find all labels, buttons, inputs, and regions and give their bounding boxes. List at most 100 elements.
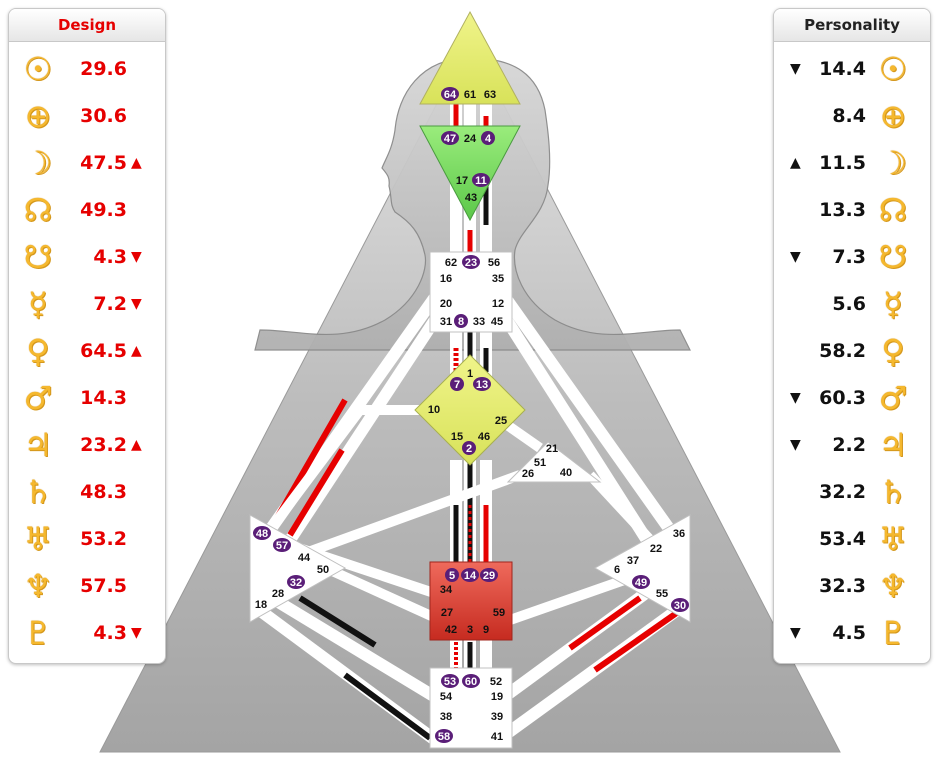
venus-icon: ♀	[881, 332, 905, 370]
gate-42-label: 42	[445, 624, 457, 636]
gate-46-label: 46	[478, 431, 490, 443]
gate-3-label: 3	[467, 624, 473, 636]
personality-row-jupiter: ♃ 2.2 ▼	[774, 425, 930, 465]
design-value: 30.6	[80, 105, 127, 127]
gate-31-label: 31	[440, 316, 452, 328]
gate-51-label: 51	[534, 457, 546, 469]
jupiter-icon: ♃	[23, 426, 53, 464]
personality-row-mars: ♂60.3▼	[774, 378, 930, 418]
personality-value: 4.5	[832, 622, 866, 644]
north-node-icon: ☊	[878, 191, 908, 229]
personality-value: 11.5	[819, 152, 866, 174]
gate-13-label: 13	[476, 379, 488, 391]
south-node-icon: ☋	[23, 238, 53, 276]
gate-19-label: 19	[491, 691, 503, 703]
personality-value: 14.4	[819, 58, 866, 80]
gate-33-label: 33	[473, 316, 485, 328]
gate-37-label: 37	[627, 555, 639, 567]
gate-18-label: 18	[255, 599, 267, 611]
gate-47-label: 47	[444, 133, 456, 145]
triangle-down-icon: ▼	[790, 625, 801, 641]
neptune-icon: ♆	[23, 567, 53, 605]
personality-panel: Personality ☉14.4▼⊕8.4☽11.5▲☊13.3☋7.3▼☿5…	[773, 8, 931, 664]
gate-53-label: 53	[444, 676, 456, 688]
design-value: 23.2	[80, 434, 127, 456]
personality-value: 60.3	[819, 387, 866, 409]
spleen-center	[249, 514, 347, 623]
design-row-north-node: ☊49.3	[9, 190, 165, 230]
personality-value: 32.3	[819, 575, 866, 597]
gate-60-label: 60	[465, 676, 477, 688]
triangle-down-icon: ▼	[131, 249, 142, 265]
earth-icon: ⊕	[879, 97, 907, 135]
g-center	[414, 354, 526, 466]
personality-row-venus: ♀ 58.2	[774, 331, 930, 371]
design-value: 4.3	[93, 622, 127, 644]
gate-30-label: 30	[674, 600, 686, 612]
triangle-down-icon: ▼	[790, 249, 801, 265]
gate-40-label: 40	[560, 467, 572, 479]
design-row-moon: ☽47.5▲	[9, 143, 165, 183]
gate-34-label: 34	[440, 584, 453, 596]
personality-value: 7.3	[832, 246, 866, 268]
uranus-icon: ♅	[878, 520, 908, 558]
gate-64-label: 64	[444, 89, 457, 101]
personality-row-earth: ⊕ 8.4	[774, 96, 930, 136]
earth-icon: ⊕	[24, 97, 52, 135]
gate-41-label: 41	[491, 731, 503, 743]
gate-26-label: 26	[522, 468, 534, 480]
gate-7-label: 7	[454, 379, 460, 391]
gate-55-label: 55	[656, 588, 668, 600]
gate-15-label: 15	[451, 431, 463, 443]
sun-icon: ☉	[878, 50, 908, 88]
gate-11-label: 11	[475, 175, 487, 187]
design-value: 7.2	[93, 293, 127, 315]
gate-50-label: 50	[317, 564, 329, 576]
personality-value: 32.2	[819, 481, 866, 503]
design-value: 48.3	[80, 481, 127, 503]
gate-14-label: 14	[464, 570, 477, 582]
design-value: 57.5	[80, 575, 127, 597]
triangle-up-icon: ▲	[131, 155, 142, 171]
mercury-icon: ☿	[883, 285, 903, 323]
personality-row-sun: ☉ 14.4 ▼	[774, 49, 930, 89]
gate-22-label: 22	[650, 543, 662, 555]
gate-25-label: 25	[495, 415, 507, 427]
design-value: 64.5	[80, 340, 127, 362]
gate-27-label: 27	[441, 607, 453, 619]
gate-12-label: 12	[492, 298, 504, 310]
personality-value: 8.4	[832, 105, 866, 127]
gate-52-label: 52	[490, 676, 502, 688]
triangle-up-icon: ▲	[790, 155, 801, 171]
gate-48-label: 48	[256, 528, 268, 540]
design-row-earth: ⊕ 30.6	[9, 96, 165, 136]
gate-63-label: 63	[484, 89, 496, 101]
gate-54-label: 54	[440, 691, 453, 703]
gate-5-label: 5	[449, 570, 455, 582]
gate-20-label: 20	[440, 298, 452, 310]
gate-43-label: 43	[465, 192, 477, 204]
jupiter-icon: ♃	[878, 426, 908, 464]
venus-icon: ♀	[26, 332, 50, 370]
gate-59-label: 59	[493, 607, 505, 619]
gate-58-label: 58	[438, 731, 450, 743]
triangle-down-icon: ▼	[131, 625, 142, 641]
design-row-uranus: ♅53.2	[9, 519, 165, 559]
design-value: 29.6	[80, 58, 127, 80]
head-center	[419, 10, 521, 105]
pluto-icon: ♇	[878, 614, 908, 652]
triangle-down-icon: ▼	[790, 437, 801, 453]
gate-4-label: 4	[485, 133, 492, 145]
gate-56-label: 56	[488, 257, 500, 269]
gate-24-label: 24	[464, 133, 477, 145]
gate-38-label: 38	[440, 711, 452, 723]
solar-plexus-center	[593, 514, 691, 623]
personality-value: 2.2	[832, 434, 866, 456]
personality-row-north-node: ☊13.3	[774, 190, 930, 230]
gate-17-label: 17	[456, 175, 468, 187]
triangle-down-icon: ▼	[790, 61, 801, 77]
personality-value: 58.2	[819, 340, 866, 362]
gate-10-label: 10	[428, 404, 440, 416]
